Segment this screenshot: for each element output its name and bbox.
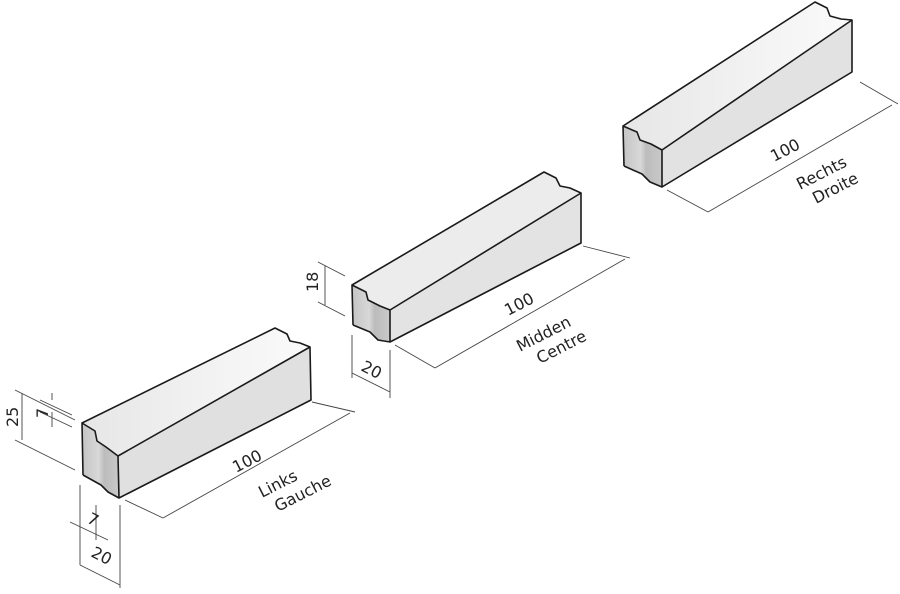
- block-front-face: [623, 126, 662, 187]
- block-side-face: [390, 193, 581, 342]
- length-label: 100: [229, 446, 265, 477]
- height-label: 18: [303, 272, 322, 292]
- block-midden: 18 20 100 Midden Centre: [303, 171, 631, 398]
- block-top-face: [623, 2, 852, 150]
- length-label: 100: [501, 289, 537, 320]
- dimension-lines: [666, 81, 899, 213]
- block-rechts: 100 Rechts Droite: [622, 1, 899, 213]
- block-top-face: [352, 172, 581, 310]
- width-label: 20: [88, 543, 115, 569]
- height-label: 25: [3, 407, 22, 427]
- block-side-face: [662, 20, 852, 187]
- block-side-face: [118, 347, 311, 498]
- dimension-lines: [14, 389, 356, 588]
- notch-height-label: 7: [33, 408, 52, 418]
- notch-width-label: 7: [84, 509, 102, 531]
- width-label: 20: [358, 357, 385, 383]
- dimension-lines: [317, 245, 631, 398]
- block-top-face: [82, 328, 310, 456]
- block-links: 25 7 7 20 100 Links Gauche: [3, 327, 356, 588]
- length-label: 100: [767, 135, 803, 166]
